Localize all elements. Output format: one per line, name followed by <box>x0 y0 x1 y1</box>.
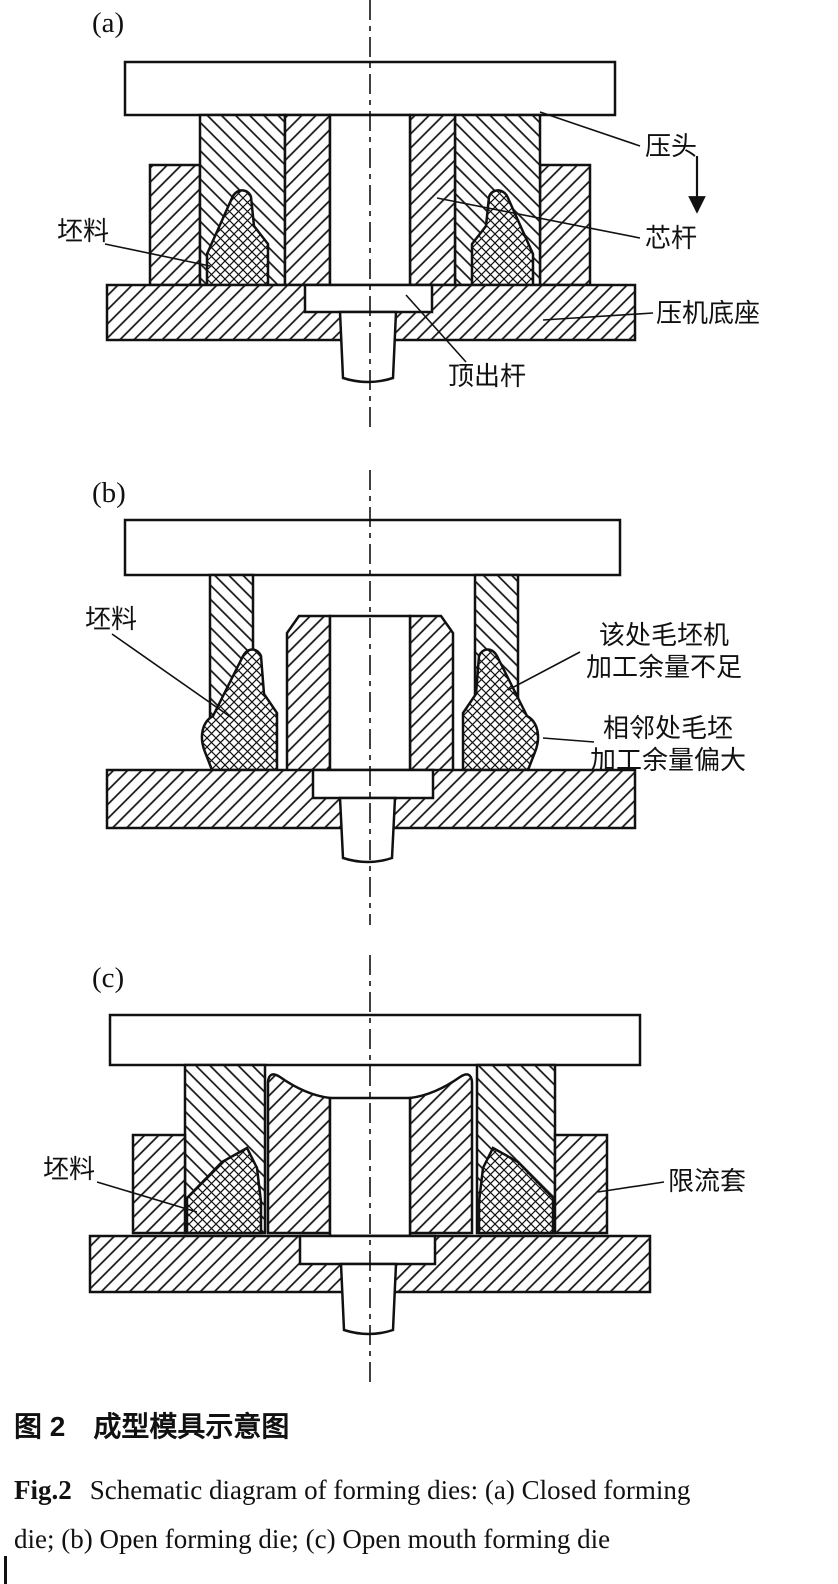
panel-a-leader-blank <box>104 243 211 267</box>
panel-b-press-head-plate <box>123 518 622 577</box>
panel-b-leader-insufficient <box>507 651 581 691</box>
panel-c-die-flare-right <box>408 1073 474 1235</box>
panel-a-die-ring-right <box>538 163 592 287</box>
panel-b-leader-excess <box>542 737 595 743</box>
panel-a-leader-core-rod <box>436 197 641 239</box>
panel-b-leader-blank <box>111 633 233 719</box>
panel-a-label-core-rod: 芯杆 <box>645 223 697 253</box>
panel-b-blank-right <box>461 648 540 772</box>
panel-a-label-press-base: 压机底座 <box>656 298 760 328</box>
panel-b-note-insufficient-line1: 该处毛坯机 <box>599 620 729 650</box>
caption-cn-fig-number: 图 2 <box>14 1411 66 1442</box>
forming-dies-diagram: (a) 坯料 压头 芯杆 压机底座 顶出杆 <box>43 0 760 1388</box>
panel-b-ejector-plate <box>311 768 435 800</box>
panel-c-blank-left <box>185 1146 263 1235</box>
caption-chinese: 图 2 成型模具示意图 <box>14 1405 826 1445</box>
figure-caption: 图 2 成型模具示意图 Fig.2 Schematic diagram of for… <box>14 1405 826 1573</box>
panel-c-press-head-plate <box>108 1013 642 1067</box>
panel-a-blank-left <box>205 189 270 287</box>
panel-a: (a) 坯料 压头 芯杆 压机底座 顶出杆 <box>57 0 760 432</box>
panel-a-tag: (a) <box>92 7 124 39</box>
panel-a-leader-ejector-rod <box>405 294 467 363</box>
panel-c-die-flare-left <box>266 1073 332 1235</box>
panel-c-tag: (c) <box>92 962 124 994</box>
panel-a-core-sleeve-left <box>283 113 332 287</box>
panel-b: (b) 坯料 该处毛坯机 加工余量不足 相邻处毛坯 加工余量偏大 <box>85 470 746 925</box>
panel-a-blank-right <box>470 189 535 287</box>
panel-c-ejector-plate <box>298 1234 437 1266</box>
panel-a-ejector-rod <box>338 310 398 384</box>
panel-b-ejector-rod <box>338 796 397 864</box>
caption-cn-title: 成型模具示意图 <box>93 1411 290 1442</box>
caption-english-line1: Fig.2 Schematic diagram of forming dies: … <box>14 1475 826 1506</box>
panel-a-label-press-head: 压头 <box>645 131 697 161</box>
panel-c-label-blank: 坯料 <box>43 1154 95 1184</box>
scan-artifact-line <box>4 1556 7 1584</box>
panel-c-restrictor-sleeve-left <box>131 1133 187 1235</box>
panel-b-note-excess-line1: 相邻处毛坯 <box>603 713 733 743</box>
panel-c-blank-right <box>477 1146 555 1235</box>
panel-c-restrictor-sleeve-right <box>553 1133 609 1235</box>
panel-c: (c) 坯料 限流套 <box>43 955 746 1388</box>
panel-b-tag: (b) <box>92 477 126 509</box>
panel-a-die-ring-left <box>148 163 202 287</box>
panel-b-blank-left <box>200 648 279 772</box>
panel-a-leader-press-base <box>542 312 654 321</box>
caption-en-fig-number: Fig.2 <box>14 1475 72 1505</box>
panel-a-leader-press-head <box>539 111 641 147</box>
panel-b-note-insufficient-line2: 加工余量不足 <box>586 652 742 682</box>
panel-a-ejector-plate <box>303 283 434 314</box>
panel-b-label-blank: 坯料 <box>85 604 137 634</box>
panel-b-die-left <box>285 614 332 774</box>
panel-c-leader-restrictor-sleeve <box>597 1181 665 1193</box>
panel-c-leader-blank <box>96 1181 198 1213</box>
panel-a-label-ejector-rod: 顶出杆 <box>448 361 526 391</box>
panel-c-label-restrictor-sleeve: 限流套 <box>668 1166 746 1196</box>
panel-b-note-excess-line2: 加工余量偏大 <box>590 745 746 775</box>
caption-en-text-line1: Schematic diagram of forming dies: (a) C… <box>89 1475 691 1505</box>
panel-a-label-blank: 坯料 <box>57 216 109 246</box>
panel-c-ejector-rod <box>339 1262 398 1336</box>
caption-english-line2: die; (b) Open forming die; (c) Open mout… <box>14 1524 611 1554</box>
panel-b-die-right <box>408 614 455 774</box>
